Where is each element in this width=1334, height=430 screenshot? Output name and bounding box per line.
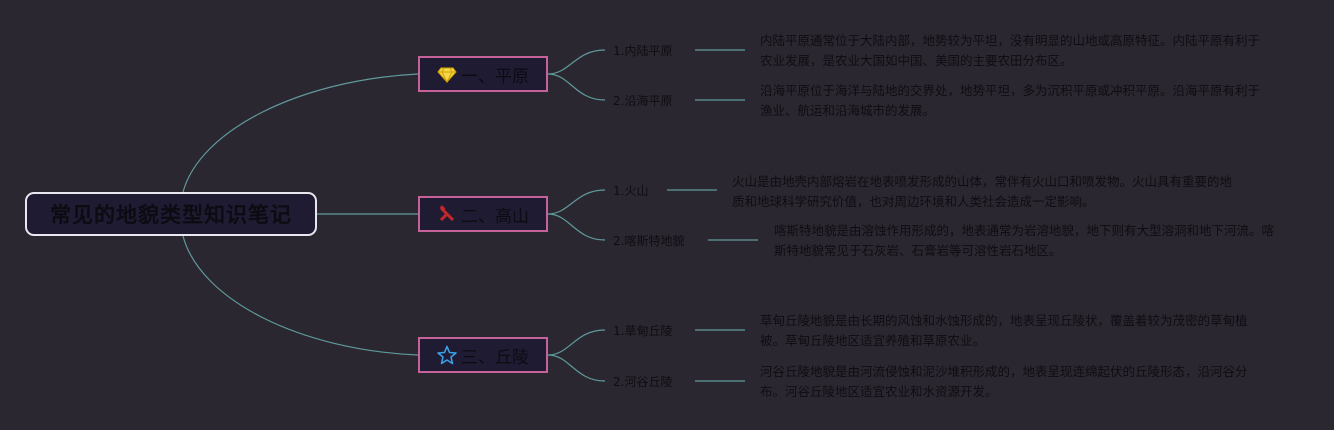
branch-label: 三、丘陵 (461, 347, 529, 368)
root-title: 常见的地貌类型知识笔记 (50, 202, 292, 227)
tools-icon (437, 204, 457, 224)
branch-plain[interactable]: 一、平原 (418, 56, 548, 92)
leaf-volcano[interactable]: 1.火山 (613, 184, 649, 198)
leaf-inland-plain[interactable]: 1.内陆平原 (613, 44, 673, 58)
connector-b3-leaf2 (547, 354, 606, 382)
leaf-valley-hill[interactable]: 2.河谷丘陵 (613, 375, 673, 389)
desc-karst: 喀斯特地貌是由溶蚀作用形成的，地表通常为岩溶地貌，地下则有大型溶洞和地下河流。喀… (774, 223, 1275, 258)
connector-b2-leaf2 (547, 213, 606, 241)
diamond-icon (437, 64, 457, 84)
desc-inland-plain: 内陆平原通常位于大陆内部，地势较为平坦，没有明显的山地或高原特征。内陆平原有利于… (760, 33, 1261, 68)
branch-hill[interactable]: 三、丘陵 (418, 337, 548, 373)
connector-b2-leaf1 (547, 189, 606, 215)
leaf-meadow-hill[interactable]: 1.草甸丘陵 (613, 324, 673, 338)
desc-coastal-plain: 沿海平原位于海洋与陆地的交界处，地势平坦，多为沉积平原或冲积平原。沿海平原有利于… (760, 83, 1261, 118)
connector-root-branch-3 (182, 235, 419, 356)
connector-root-branch-1 (182, 73, 419, 193)
branch-label: 一、平原 (461, 66, 529, 87)
branch-mountain[interactable]: 二、高山 (418, 196, 548, 232)
desc-volcano: 火山是由地壳内部熔岩在地表喷发形成的山体，常伴有火山口和喷发物。火山具有重要的地… (732, 174, 1233, 209)
connector-b1-leaf1 (547, 49, 606, 75)
star-icon (437, 345, 457, 365)
branch-label: 二、高山 (461, 206, 529, 227)
desc-meadow-hill: 草甸丘陵地貌是由长期的风蚀和水蚀形成的，地表呈现丘陵状，覆盖着较为茂密的草甸植被… (760, 313, 1248, 348)
connector-b1-leaf2 (547, 73, 606, 101)
root-topic[interactable]: 常见的地貌类型知识笔记 (25, 192, 317, 236)
leaf-coastal-plain[interactable]: 2.沿海平原 (613, 94, 673, 108)
desc-valley-hill: 河谷丘陵地貌是由河流侵蚀和泥沙堆积形成的，地表呈现连绵起伏的丘陵形态，沿河谷分布… (760, 364, 1248, 399)
connector-b3-leaf1 (547, 329, 606, 356)
leaf-karst[interactable]: 2.喀斯特地貌 (613, 234, 685, 248)
